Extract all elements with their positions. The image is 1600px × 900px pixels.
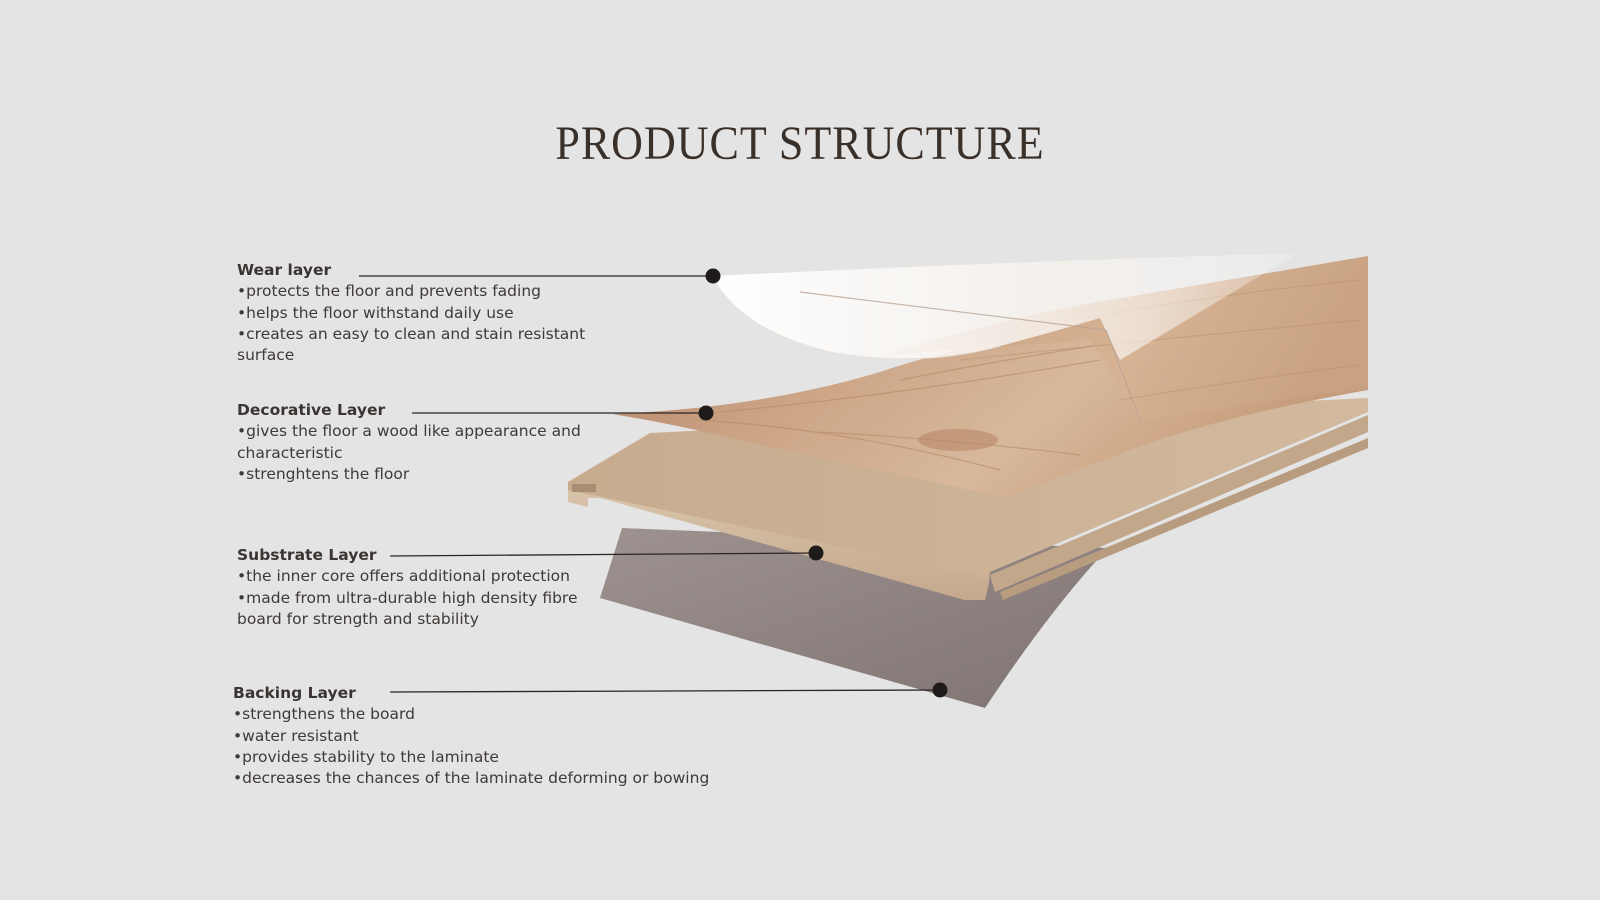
backing-layer-point: •provides stability to the laminate	[233, 747, 499, 766]
substrate-groove	[572, 484, 596, 492]
backing-layer-description: Backing Layer •strengthens the board •wa…	[233, 683, 733, 789]
page-title: PRODUCT STRUCTURE	[555, 117, 1045, 170]
substrate-front-edge	[568, 490, 990, 600]
decorative-layer-name: Decorative Layer	[237, 401, 386, 419]
substrate-layer-shape	[568, 398, 1368, 600]
wear-layer-name: Wear layer	[237, 261, 332, 279]
backing-layer-dot	[932, 682, 948, 698]
wear-layer-fold	[799, 291, 1141, 421]
substrate-layer-name: Substrate Layer	[237, 546, 377, 564]
substrate-layer-dot	[808, 545, 824, 561]
decorative-layer-dot	[698, 405, 714, 421]
backing-layer-point: •water resistant	[233, 726, 359, 745]
substrate-side-strip	[990, 415, 1368, 592]
backing-layer-leader	[389, 689, 941, 693]
wear-layer-description: Wear layer •protects the floor and preve…	[237, 260, 592, 366]
decorative-layer-point: •gives the floor a wood like appearance …	[237, 422, 581, 462]
wear-layer-dot	[705, 268, 721, 284]
backing-layer-point: •decreases the chances of the laminate d…	[233, 769, 710, 788]
wear-layer-point: •protects the floor and prevents fading	[237, 282, 541, 301]
wood-grain	[699, 309, 1361, 471]
wear-layer-edge	[711, 275, 1001, 360]
decorative-layer-description: Decorative Layer •gives the floor a wood…	[237, 400, 587, 485]
backing-layer-point: •strengthens the board	[233, 705, 415, 724]
decorative-layer-point: •strenghtens the floor	[237, 464, 410, 483]
wear-layer-shape	[712, 254, 1295, 360]
substrate-side-strip-lower	[1000, 438, 1368, 600]
wear-layer-point: •creates an easy to clean and stain resi…	[237, 324, 586, 365]
backing-layer-name: Backing Layer	[233, 684, 356, 702]
substrate-layer-description: Substrate Layer •the inner core offers a…	[237, 545, 587, 630]
wear-layer-point: •helps the floor withstand daily use	[237, 303, 514, 322]
substrate-layer-point: •the inner core offers additional protec…	[237, 567, 570, 586]
wood-knot	[918, 429, 998, 451]
substrate-layer-point: •made from ultra-durable high density fi…	[237, 588, 578, 628]
substrate-layer-leader	[389, 552, 817, 557]
